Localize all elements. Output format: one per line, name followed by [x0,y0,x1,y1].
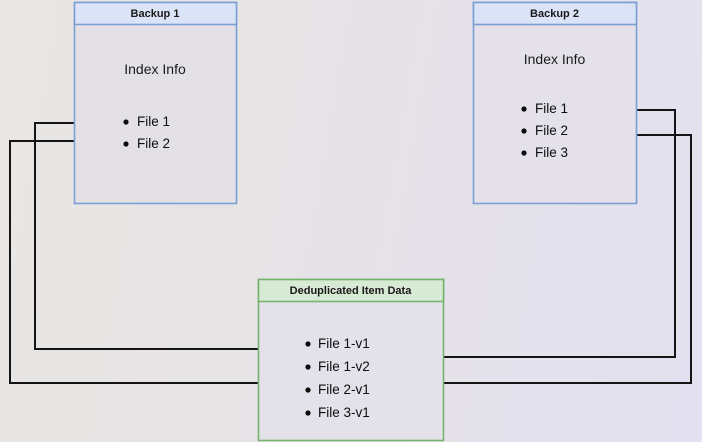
box-header [257,278,445,303]
list-item[interactable]: File 1-v2 [305,359,370,374]
list-item-label: File 1-v1 [318,336,370,351]
list-item-label: File 2 [137,136,170,151]
box-title: Deduplicated Item Data [290,285,413,297]
connector-b2-file1-to-file1v2 [394,109,676,361]
list-item[interactable]: File 2 [123,136,170,151]
box-header [472,1,638,26]
bullet-icon [521,106,527,112]
bullet-icon [305,364,311,370]
bullet-icon [305,410,311,416]
list-item[interactable]: File 2-v1 [305,382,370,397]
bullet-icon [123,141,129,147]
box-header [73,1,238,26]
box-item-list: File 1 File 2 File 3 [521,101,568,160]
connector-b1-file2-to-file2v1 [9,140,299,387]
box-body [257,278,445,442]
box-subtitle: Index Info [524,51,586,67]
list-item-label: File 1 [137,114,170,129]
box-body [73,1,238,205]
list-item-label: File 3 [535,145,568,160]
list-item-label: File 2 [535,123,568,138]
box-title: Backup 2 [530,8,579,20]
bullet-icon [305,341,311,347]
connector-path [394,109,676,361]
connector-lines [9,109,692,387]
list-item[interactable]: File 1 [123,114,170,129]
list-item[interactable]: File 1-v1 [305,336,370,351]
list-item-label: File 1-v2 [318,359,370,374]
list-item-label: File 2-v1 [318,382,370,397]
bullet-icon [305,387,311,393]
list-item[interactable]: File 3 [521,145,568,160]
connector-b2-file2-to-file2v1 [394,134,692,387]
box-title: Backup 1 [131,8,180,20]
list-item[interactable]: File 2 [521,123,568,138]
bullet-icon [521,150,527,156]
list-item-label: File 3-v1 [318,405,370,420]
connector-path [9,140,299,387]
bullet-icon [123,119,129,125]
list-item[interactable]: File 1 [521,101,568,116]
box-item-list: File 1 File 2 [123,114,170,151]
list-item[interactable]: File 3-v1 [305,405,370,420]
bullet-icon [521,128,527,134]
connector-path [394,134,692,387]
box-subtitle: Index Info [124,61,186,77]
list-item-label: File 1 [535,101,568,116]
